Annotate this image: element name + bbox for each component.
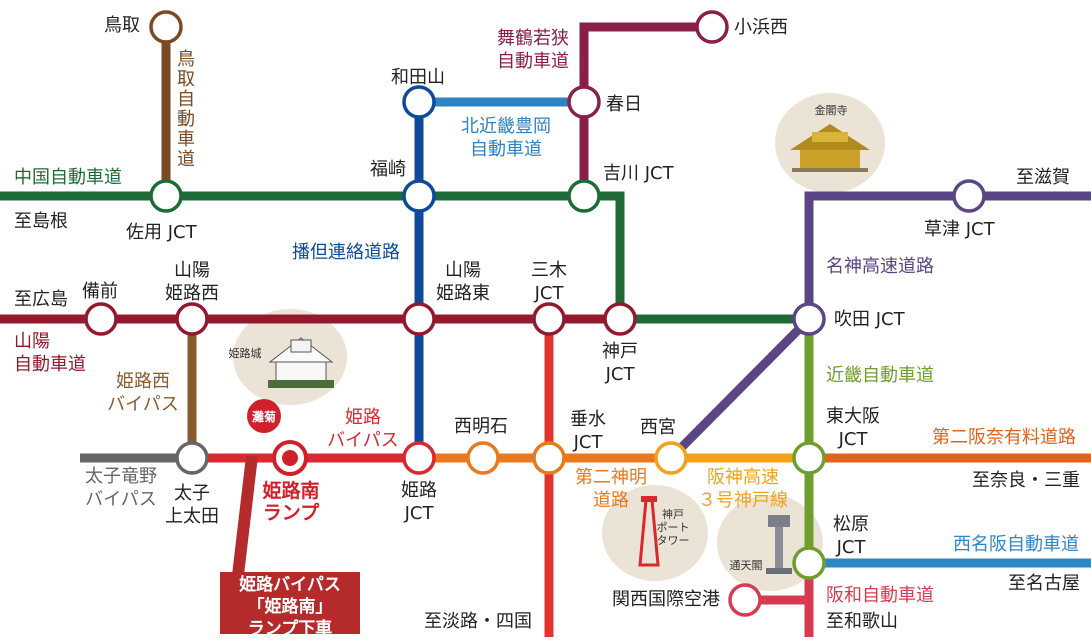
kinkakuji-label: 金閣寺 <box>814 104 848 117</box>
label-chugoku-expwy: 中国自動車道 <box>14 167 122 188</box>
station-sanyo-himejinishi <box>175 302 209 336</box>
station-tottori <box>149 10 183 44</box>
label-meishin-expwy: 名神高速道路 <box>826 256 934 277</box>
station-miki <box>532 302 566 336</box>
label-fukusaki: 福崎 <box>370 159 406 180</box>
station-yokawa <box>567 179 601 213</box>
label-to-nara: 至奈良・三重 <box>972 470 1080 491</box>
himeji-castle-illustration <box>268 337 334 388</box>
label-taishi-tatsuno: 太子竜野 バイパス <box>85 466 157 510</box>
label-sanyo-himejinishi: 山陽 姫路西 <box>165 260 219 304</box>
label-tottori: 鳥取 <box>104 15 140 36</box>
label-himejinishi-bypass: 姫路西 バイパス <box>107 371 179 415</box>
station-tarumi <box>532 441 566 475</box>
label-hanwa: 阪和自動車道 <box>826 585 934 606</box>
station-kasuga <box>567 85 601 119</box>
label-to-shimane: 至島根 <box>14 211 68 232</box>
chugoku-expwy-line <box>0 191 809 324</box>
label-nishinomiya: 西宮 <box>640 417 676 438</box>
label-kansai-airport: 関西国際空港 <box>612 589 720 610</box>
tsutenkaku-label: 通天閣 <box>729 559 763 572</box>
label-himeji-jct: 姫路 JCT <box>401 480 437 524</box>
tsutenkaku-illustration <box>766 515 792 574</box>
label-kinki-expwy: 近畿自動車道 <box>826 365 934 386</box>
label-kusatsu: 草津 JCT <box>924 219 995 240</box>
kobe-tower-illustration <box>638 496 660 567</box>
label-miki: 三木 JCT <box>531 260 567 304</box>
label-nishiakashi: 西明石 <box>454 416 508 437</box>
label-himeji-bypass: 姫路 バイパス <box>327 407 399 451</box>
station-sayo <box>149 179 183 213</box>
label-to-hiroshima: 至広島 <box>14 289 68 310</box>
label-kobe-jct: 神戸 JCT <box>602 341 638 385</box>
station-matsubara <box>792 546 826 580</box>
station-sanyo-himejihigashi <box>402 302 436 336</box>
label-sayo: 佐用 JCT <box>126 222 197 243</box>
label-obamanishi: 小浜西 <box>734 17 788 38</box>
station-suita <box>792 302 826 336</box>
label-sanyo-himejihigashi: 山陽 姫路東 <box>436 260 490 304</box>
label-tarumi: 垂水 JCT <box>570 409 606 453</box>
label-sanyo-expwy: 山陽 自動車道 <box>14 331 86 375</box>
label-suita: 吹田 JCT <box>834 309 905 330</box>
label-wadayama: 和田山 <box>391 67 445 88</box>
maizuru-expwy-line <box>579 22 712 196</box>
station-himeji-jct <box>402 441 436 475</box>
himeji-minami-ramp-label: 姫路南 ランプ <box>262 480 320 524</box>
label-daini-shinmei: 第二神明 道路 <box>575 467 647 511</box>
label-to-awaji: 至淡路・四国 <box>424 611 532 632</box>
station-nishiakashi <box>466 441 500 475</box>
stations <box>84 10 986 617</box>
station-kobe-jct <box>603 302 637 336</box>
label-to-nagoya: 至名古屋 <box>1008 573 1080 594</box>
label-to-shiga: 至滋賀 <box>1016 167 1070 188</box>
station-taishi-ueota <box>175 441 209 475</box>
meishin-to-nishinomiya-line <box>667 315 813 462</box>
label-to-wakayama: 至和歌山 <box>826 611 898 632</box>
label-nishimeihan: 西名阪自動車道 <box>953 534 1079 555</box>
station-fukusaki <box>402 179 436 213</box>
label-kasuga: 春日 <box>606 94 642 115</box>
station-kansai-airport <box>728 583 762 617</box>
label-tottori-expwy: 鳥取自動車道 <box>177 49 195 170</box>
meishin-expwy-line <box>804 191 1091 319</box>
station-wadayama <box>402 85 436 119</box>
station-nishinomiya <box>654 441 688 475</box>
label-bizen: 備前 <box>82 281 118 302</box>
label-bantan-road: 播但連絡道路 <box>292 242 400 263</box>
himeji-castle-label: 姫路城 <box>228 347 262 360</box>
himeji-minami-ramp-marker <box>272 440 308 476</box>
station-kusatsu <box>952 179 986 213</box>
label-taishi-ueota: 太子 上太田 <box>165 483 219 527</box>
kobe-tower-label: 神戸 ポート タワー <box>656 508 690 547</box>
label-yokawa: 吉川 JCT <box>603 163 674 184</box>
label-maizuru-expwy: 舞鶴若狭 自動車道 <box>497 28 569 72</box>
ramp-callout: 姫路バイパス 「姫路南」 ランプ下車 <box>220 572 360 639</box>
kinkakuji-illustration <box>790 124 870 172</box>
station-bizen <box>84 302 118 336</box>
label-matsubara: 松原 JCT <box>833 514 869 558</box>
label-daini-hanna: 第二阪奈有料道路 <box>932 427 1076 448</box>
label-hanshin3: 阪神高速 ３号神戸線 <box>698 467 788 511</box>
label-higashiosaka: 東大阪 JCT <box>826 406 880 450</box>
station-higashiosaka <box>792 441 826 475</box>
callout-pointer <box>232 456 258 575</box>
nadagiku-badge: 灘菊 <box>247 399 281 433</box>
station-obamanishi <box>695 10 729 44</box>
label-kitakinki-expwy: 北近畿豊岡 自動車道 <box>461 116 551 160</box>
